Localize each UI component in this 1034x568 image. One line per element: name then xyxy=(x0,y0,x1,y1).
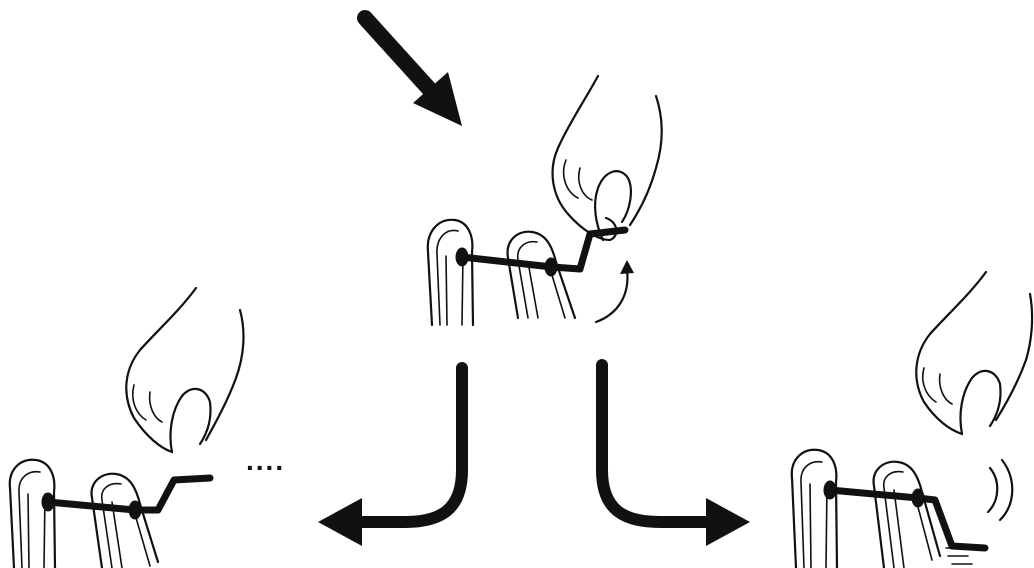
bracket-post xyxy=(428,220,473,325)
bracket-post xyxy=(10,460,55,568)
bracket-post xyxy=(792,450,837,568)
curved-arrow-right-icon xyxy=(602,365,750,546)
crank-handle xyxy=(824,481,985,548)
left-panel: .... xyxy=(10,288,285,568)
bracket-post xyxy=(92,474,158,568)
curved-arrow-left-icon xyxy=(318,368,462,546)
crank-handle xyxy=(42,478,210,519)
hand-icon xyxy=(553,76,662,240)
hand-icon xyxy=(916,272,1032,434)
rotation-arrow-icon xyxy=(596,260,634,322)
hand-icon xyxy=(126,288,243,452)
right-panel xyxy=(792,272,1032,568)
bracket-post xyxy=(874,462,940,568)
ellipsis-text: .... xyxy=(246,445,285,476)
bracket-post xyxy=(508,232,575,318)
diagonal-arrow-icon xyxy=(365,18,462,126)
center-panel xyxy=(428,76,662,325)
